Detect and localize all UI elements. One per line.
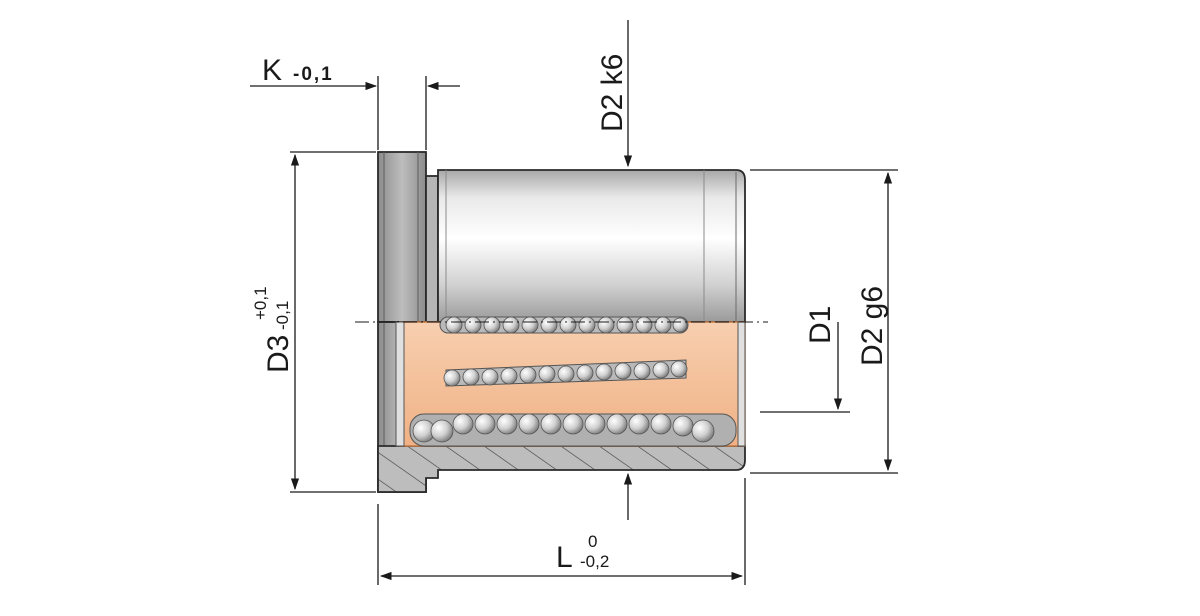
- d2-k6-label: D2 k6: [596, 54, 629, 132]
- l-label: L: [556, 541, 573, 574]
- dimension-d2-g6: D2 g6: [750, 169, 898, 474]
- d1-label: D1: [804, 306, 837, 344]
- d3-tolerance-lower: -0,1: [273, 301, 292, 330]
- dimension-k: K -0,1: [250, 54, 460, 150]
- d3-tolerance-upper: +0,1: [251, 286, 270, 320]
- l-tolerance-lower: -0,2: [580, 552, 609, 571]
- k-label: K: [262, 54, 282, 87]
- bushing-section-view: [377, 316, 746, 493]
- bushing-upper-view: [377, 151, 746, 323]
- dimension-d1: D1: [760, 306, 850, 413]
- dimension-d2-k6: D2 k6: [596, 20, 633, 168]
- dimension-d3: D3 +0,1 -0,1: [251, 151, 376, 493]
- ball-row-middle: [443, 360, 688, 387]
- k-tolerance: -0,1: [293, 64, 334, 85]
- d3-label: D3: [262, 335, 295, 373]
- d2-g6-label: D2 g6: [856, 286, 889, 366]
- ball-row-bottom: [412, 413, 715, 443]
- l-tolerance-upper: 0: [588, 532, 597, 551]
- dimension-l: L 0 -0,2: [377, 478, 746, 585]
- ball-row-top: [445, 316, 688, 334]
